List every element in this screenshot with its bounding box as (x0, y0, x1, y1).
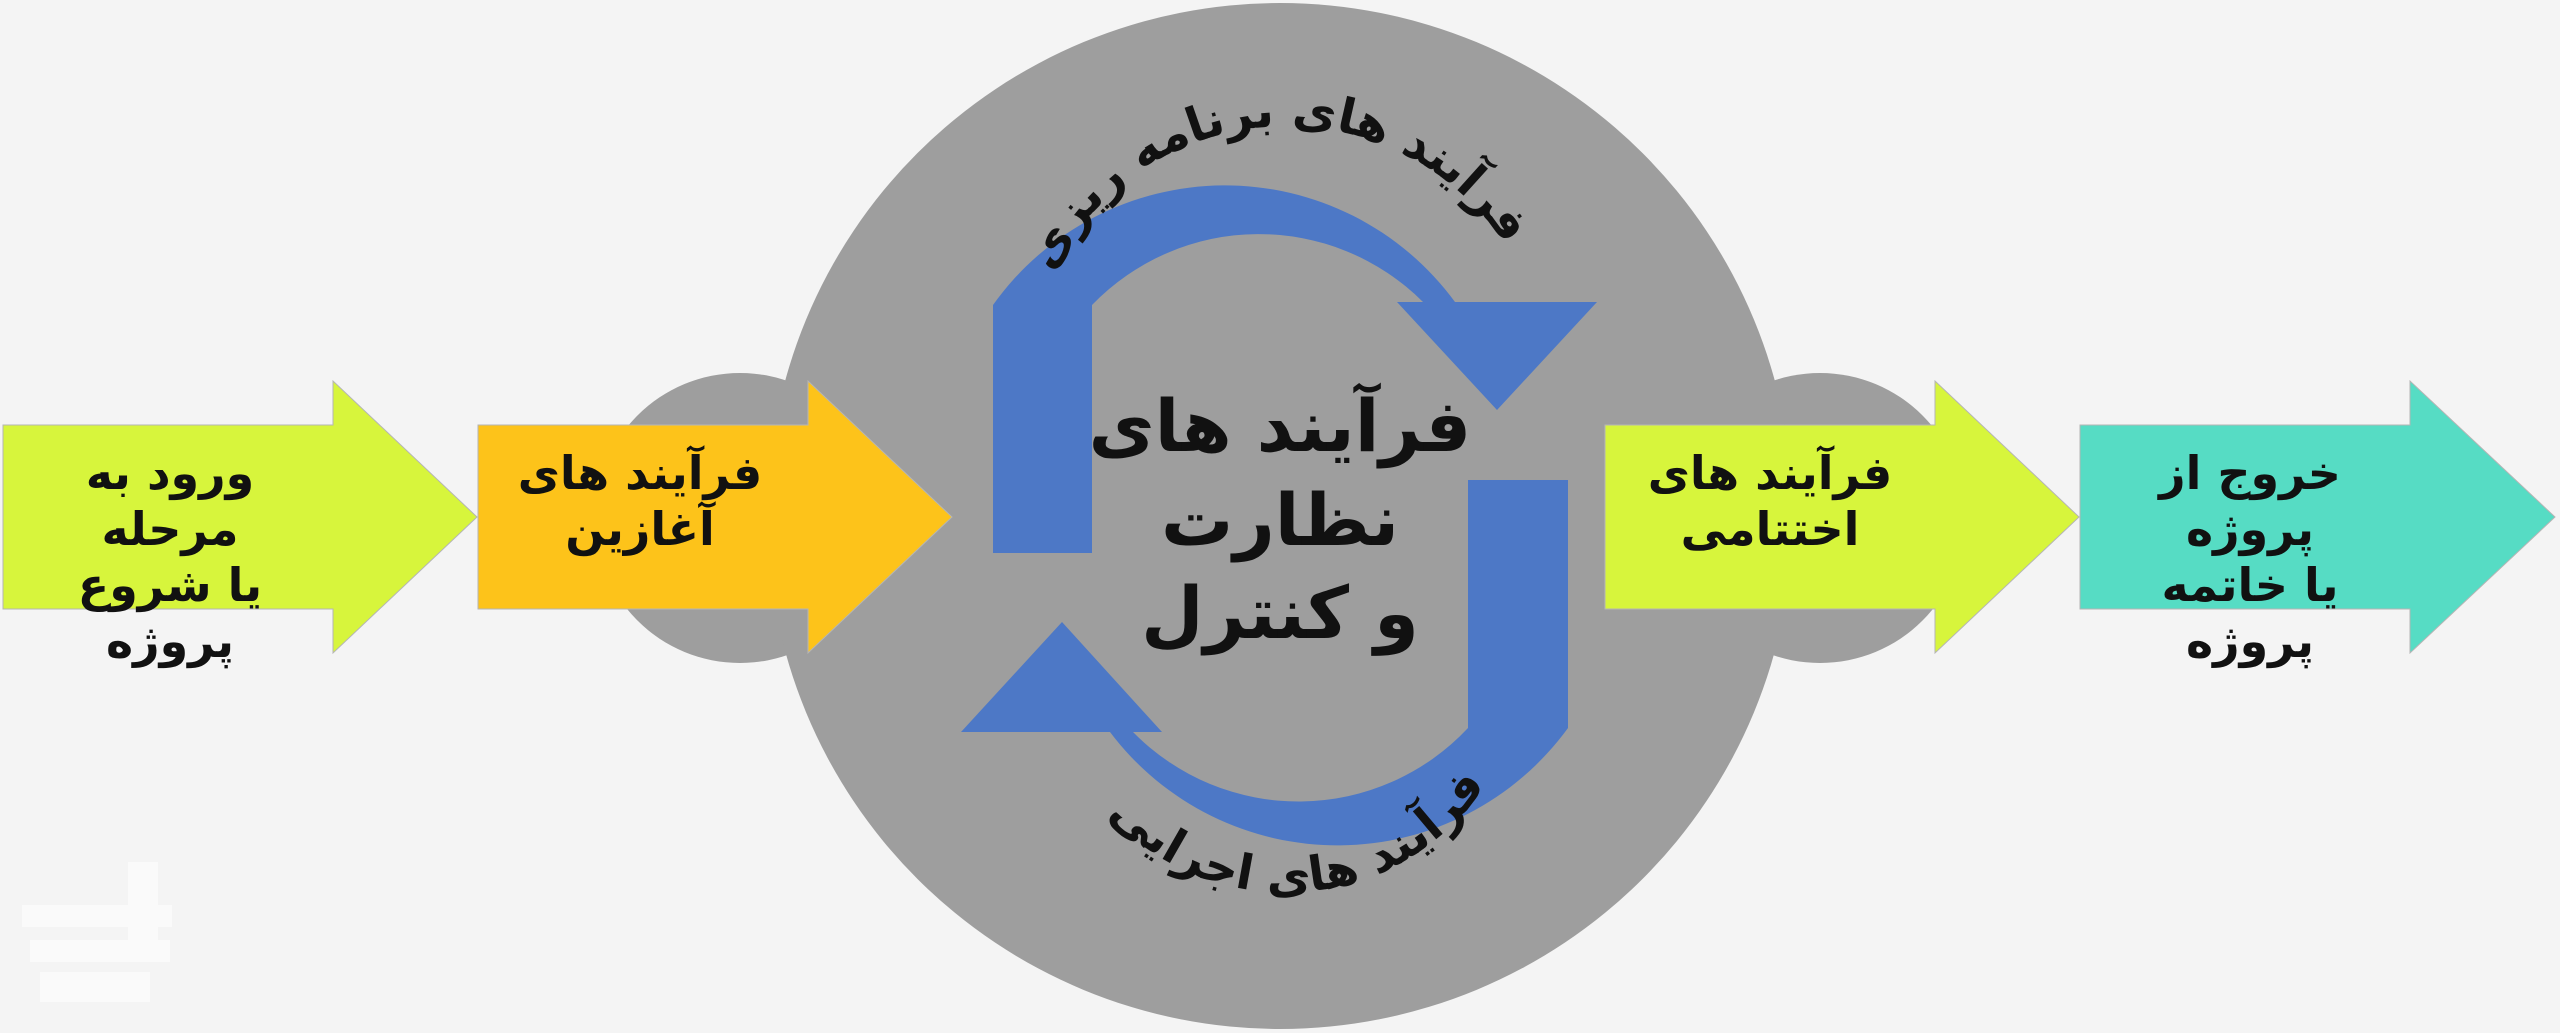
center-circle (767, 3, 1793, 1029)
exit-label: خروج از پروژه یا خاتمه پروژه (2159, 446, 2341, 669)
entry-label: ورود به مرحله یا شروع پروژه (77, 446, 263, 669)
initiating-processes-label: فرآیند های آغازین (517, 446, 763, 557)
watermark-logo (22, 862, 172, 1002)
monitoring-control-label: فرآیند های نظارت و کنترل (1088, 384, 1472, 656)
initiating-arrow (477, 379, 953, 655)
exit-arrow (2079, 379, 2556, 655)
planning-cycle-arrow (993, 185, 1597, 554)
closing-arrow (1604, 379, 2080, 655)
executing-cycle-arrow (961, 480, 1568, 846)
entry-arrow (2, 379, 478, 655)
closing-processes-label: فرآیند های اختتامی (1647, 446, 1893, 557)
